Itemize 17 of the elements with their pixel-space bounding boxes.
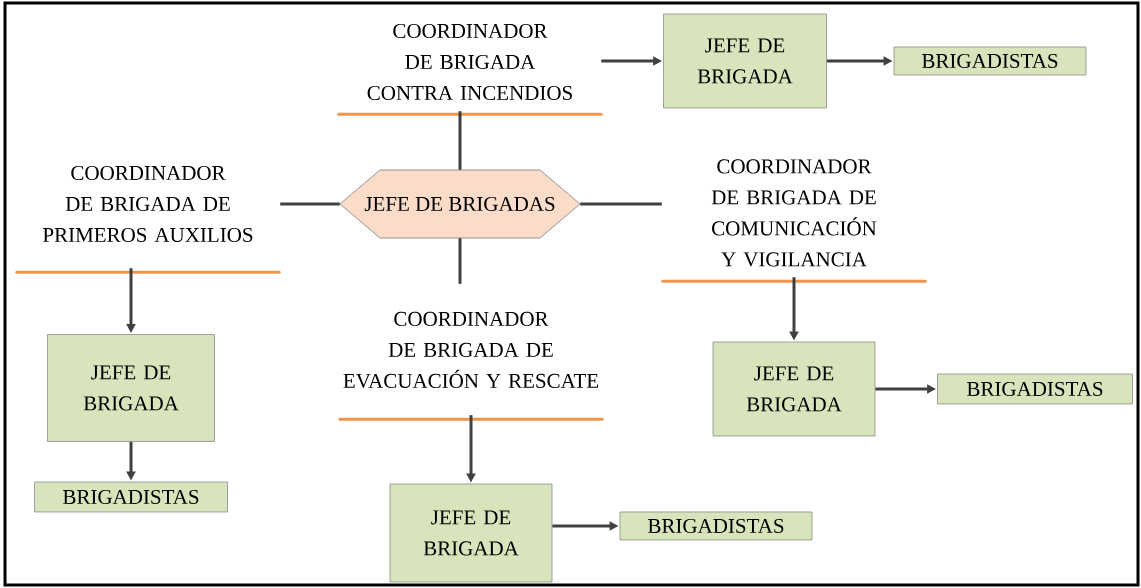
process-box: BRIGADISTAS	[34, 481, 228, 513]
coordinator-label: COORDINADOR DE BRIGADA DE EVACUACIÓN Y RESCATE	[338, 311, 604, 421]
connector-line	[458, 238, 462, 284]
process-box: BRIGADISTAS	[619, 511, 813, 541]
coordinator-label: COORDINADOR DE BRIGADA DE COMUNICACIÓN Y VIGILANCIA	[661, 159, 927, 283]
process-box: BRIGADISTAS	[893, 46, 1087, 76]
connector-line	[580, 202, 662, 206]
process-box: BRIGADISTAS	[937, 373, 1133, 405]
connector-line	[280, 202, 340, 206]
coordinator-label: COORDINADOR DE BRIGADA DE PRIMEROS AUXILIOS	[15, 165, 281, 274]
connector-line	[458, 111, 462, 170]
process-box: JEFE DE BRIGADA	[47, 334, 215, 442]
process-box: JEFE DE BRIGADA	[389, 483, 553, 583]
process-box: JEFE DE BRIGADA	[663, 13, 827, 109]
process-box: JEFE DE BRIGADA	[712, 341, 876, 437]
hexagon: JEFE DE BRIGADAS	[339, 169, 581, 239]
coordinator-label: COORDINADOR DE BRIGADA CONTRA INCENDIOS	[337, 23, 603, 116]
